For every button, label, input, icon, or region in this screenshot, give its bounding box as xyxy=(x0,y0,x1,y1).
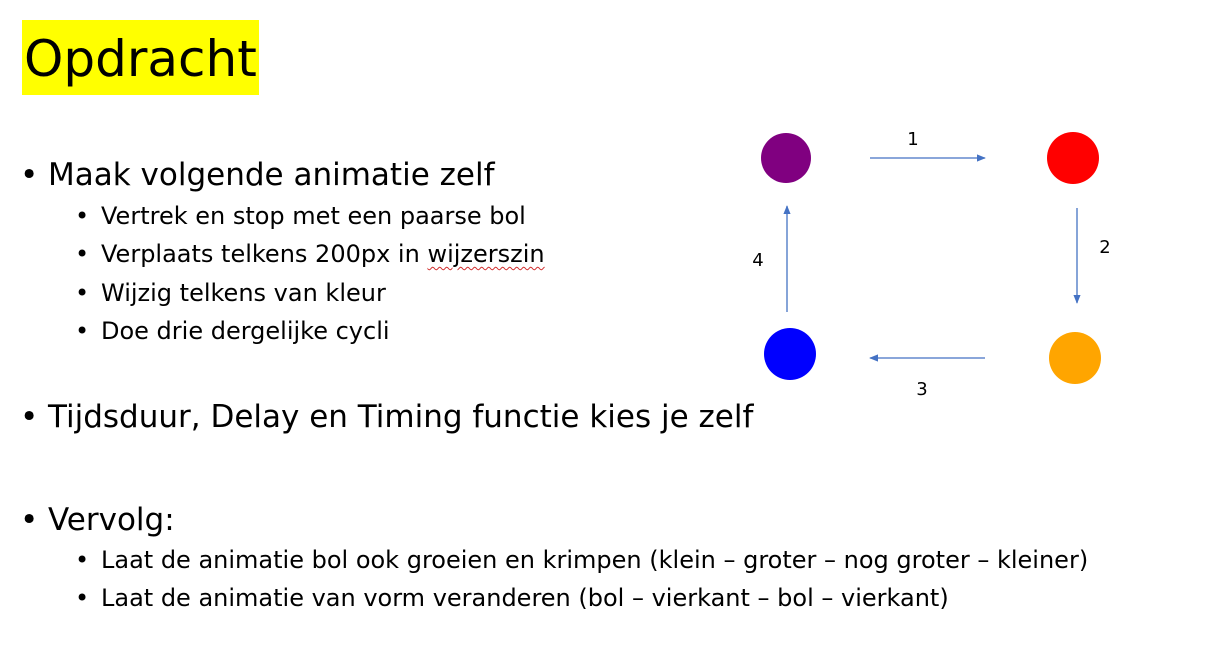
bullet-dot: • xyxy=(20,399,39,435)
bullet-dot: • xyxy=(20,157,39,193)
sub-bullet-start-stop: • Vertrek en stop met een paarse bol xyxy=(75,200,526,232)
bullet-dot: • xyxy=(75,202,90,230)
bullet-text: Vertrek en stop met een paarse bol xyxy=(101,202,526,230)
bullet-dot: • xyxy=(75,279,90,307)
bullet-text: Maak volgende animatie zelf xyxy=(48,157,495,193)
bullet-dot: • xyxy=(75,240,90,268)
bullet-dot: • xyxy=(75,584,90,612)
sub-bullet-move-clockwise: • Verplaats telkens 200px in wijzerszin xyxy=(75,238,545,270)
step-label-3: 3 xyxy=(916,379,927,400)
step-label-2: 2 xyxy=(1099,237,1110,258)
ball-blue xyxy=(764,328,816,380)
bullet-dot: • xyxy=(20,502,39,538)
bullet-make-animation: • Maak volgende animatie zelf xyxy=(20,155,495,195)
bullet-text: Doe drie dergelijke cycli xyxy=(101,317,390,345)
bullet-text: Laat de animatie van vorm veranderen (bo… xyxy=(101,584,949,612)
bullet-text: Tijdsduur, Delay en Timing functie kies … xyxy=(48,399,754,435)
bullet-text: Laat de animatie bol ook groeien en krim… xyxy=(101,546,1089,574)
bullet-text: Wijzig telkens van kleur xyxy=(101,279,386,307)
bullet-text: Verplaats telkens 200px in xyxy=(101,240,428,268)
bullet-dot: • xyxy=(75,317,90,345)
ball-purple xyxy=(761,133,811,183)
slide-title: Opdracht xyxy=(22,20,259,95)
sub-bullet-change-color: • Wijzig telkens van kleur xyxy=(75,277,386,309)
sub-bullet-three-cycles: • Doe drie dergelijke cycli xyxy=(75,315,390,347)
step-label-1: 1 xyxy=(907,129,918,150)
ball-orange xyxy=(1049,332,1101,384)
ball-red xyxy=(1047,132,1099,184)
bullet-timing: • Tijdsduur, Delay en Timing functie kie… xyxy=(20,397,754,437)
spellcheck-flagged-word: wijzerszin xyxy=(427,240,545,268)
step-label-4: 4 xyxy=(752,250,763,271)
bullet-dot: • xyxy=(75,546,90,574)
bullet-follow-up: • Vervolg: xyxy=(20,500,175,540)
sub-bullet-change-shape: • Laat de animatie van vorm veranderen (… xyxy=(75,582,949,614)
sub-bullet-grow-shrink: • Laat de animatie bol ook groeien en kr… xyxy=(75,544,1089,576)
bullet-text: Vervolg: xyxy=(48,502,175,538)
